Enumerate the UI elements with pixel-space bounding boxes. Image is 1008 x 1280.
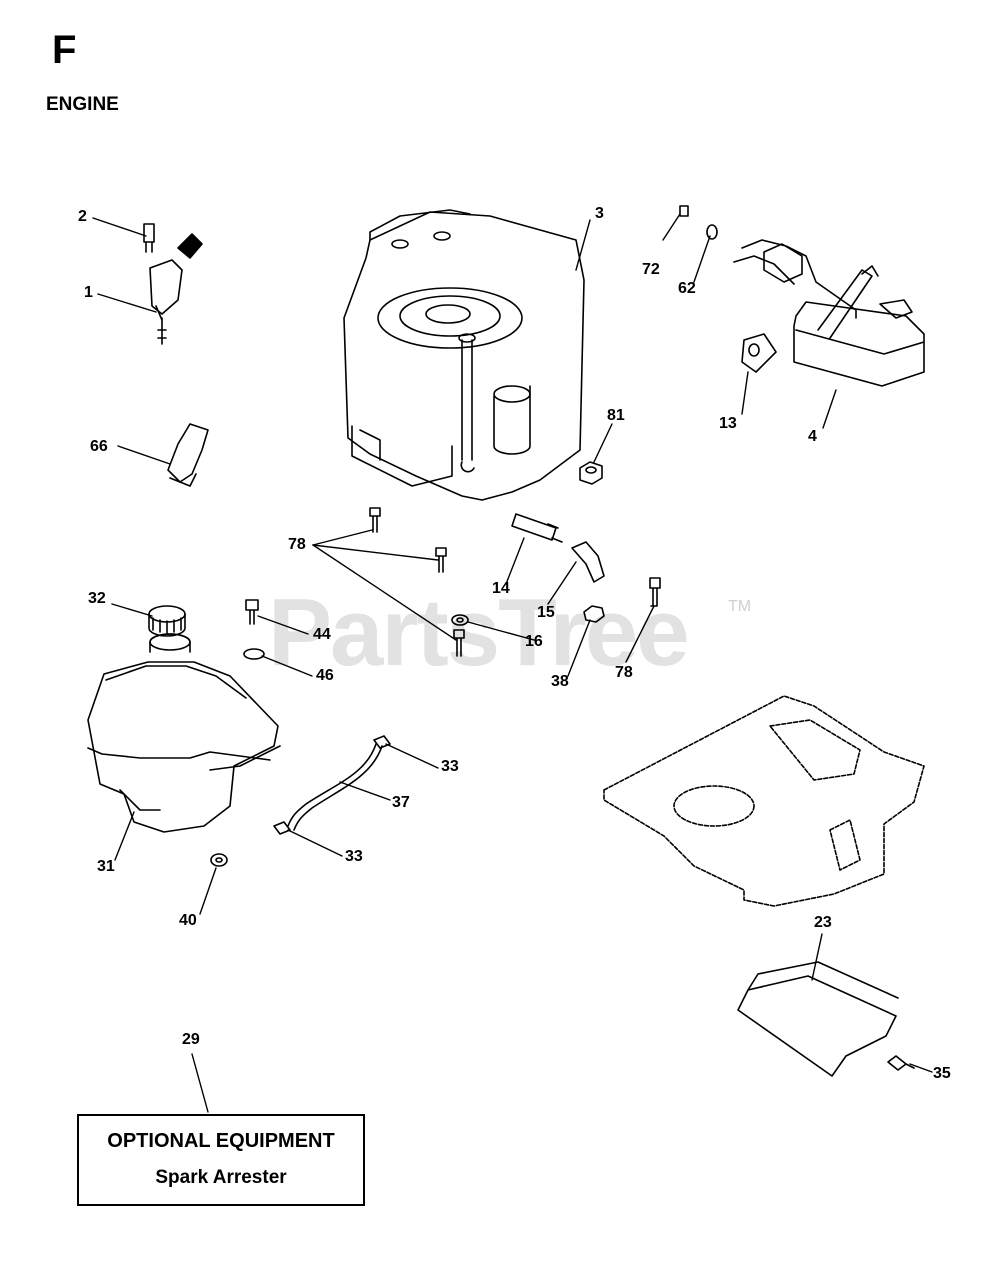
- callout-29: 29: [182, 1031, 200, 1048]
- fitting-part: [511, 513, 563, 543]
- callout-37: 37: [392, 794, 410, 811]
- watermark-trademark: TM: [728, 598, 752, 615]
- engine-part: [343, 209, 585, 501]
- shield-part: [737, 961, 899, 1077]
- throttle-control-part: [143, 223, 203, 345]
- fuel-tank-part: [87, 633, 281, 833]
- callout-32: 32: [88, 590, 106, 607]
- callout-2: 2: [78, 208, 87, 225]
- optional-equipment-box: OPTIONAL EQUIPMENT Spark Arrester: [77, 1114, 365, 1206]
- screw-35-part: [887, 1055, 915, 1071]
- callout-1: 1: [84, 284, 93, 301]
- callout-3: 3: [595, 205, 604, 222]
- callout-16: 16: [525, 633, 543, 650]
- clip-part: [167, 423, 209, 487]
- callout-46: 46: [316, 667, 334, 684]
- elbow-part: [571, 541, 605, 583]
- section-title: ENGINE: [46, 94, 119, 115]
- grommet-part: [210, 853, 228, 867]
- callout-78-a: 78: [288, 536, 306, 553]
- washer-part: [451, 614, 469, 626]
- fuel-hose-part: [287, 743, 383, 831]
- callout-38: 38: [551, 673, 569, 690]
- fuel-cap-part: [148, 605, 186, 637]
- optional-equipment-item: Spark Arrester: [155, 1167, 287, 1188]
- callout-31: 31: [97, 858, 115, 875]
- section-letter: F: [52, 28, 77, 72]
- bolt-44-part: [245, 599, 259, 625]
- callout-81: 81: [607, 407, 625, 424]
- callout-33-a: 33: [441, 758, 459, 775]
- callout-14: 14: [492, 580, 510, 597]
- callout-40: 40: [179, 912, 197, 929]
- callout-4: 4: [808, 428, 817, 445]
- watermark: PartsTree: [268, 579, 690, 686]
- callout-13: 13: [719, 415, 737, 432]
- callout-35: 35: [933, 1065, 951, 1082]
- callout-72: 72: [642, 261, 660, 278]
- nut-part: [579, 461, 603, 485]
- leader-lines: [92, 213, 933, 1113]
- callout-23: 23: [814, 914, 832, 931]
- flange-nut-part: [583, 605, 605, 623]
- washer-46-part: [243, 648, 265, 660]
- callout-33-b: 33: [345, 848, 363, 865]
- callout-66: 66: [90, 438, 108, 455]
- callout-15: 15: [537, 604, 555, 621]
- bolt-parts: [369, 507, 661, 657]
- muffler-part: [679, 205, 925, 387]
- callout-78-b: 78: [615, 664, 633, 681]
- callout-44: 44: [313, 626, 331, 643]
- clamp-parts: [273, 735, 391, 835]
- frame-part: [603, 695, 925, 907]
- optional-equipment-title: OPTIONAL EQUIPMENT: [107, 1130, 335, 1152]
- callout-62: 62: [678, 280, 696, 297]
